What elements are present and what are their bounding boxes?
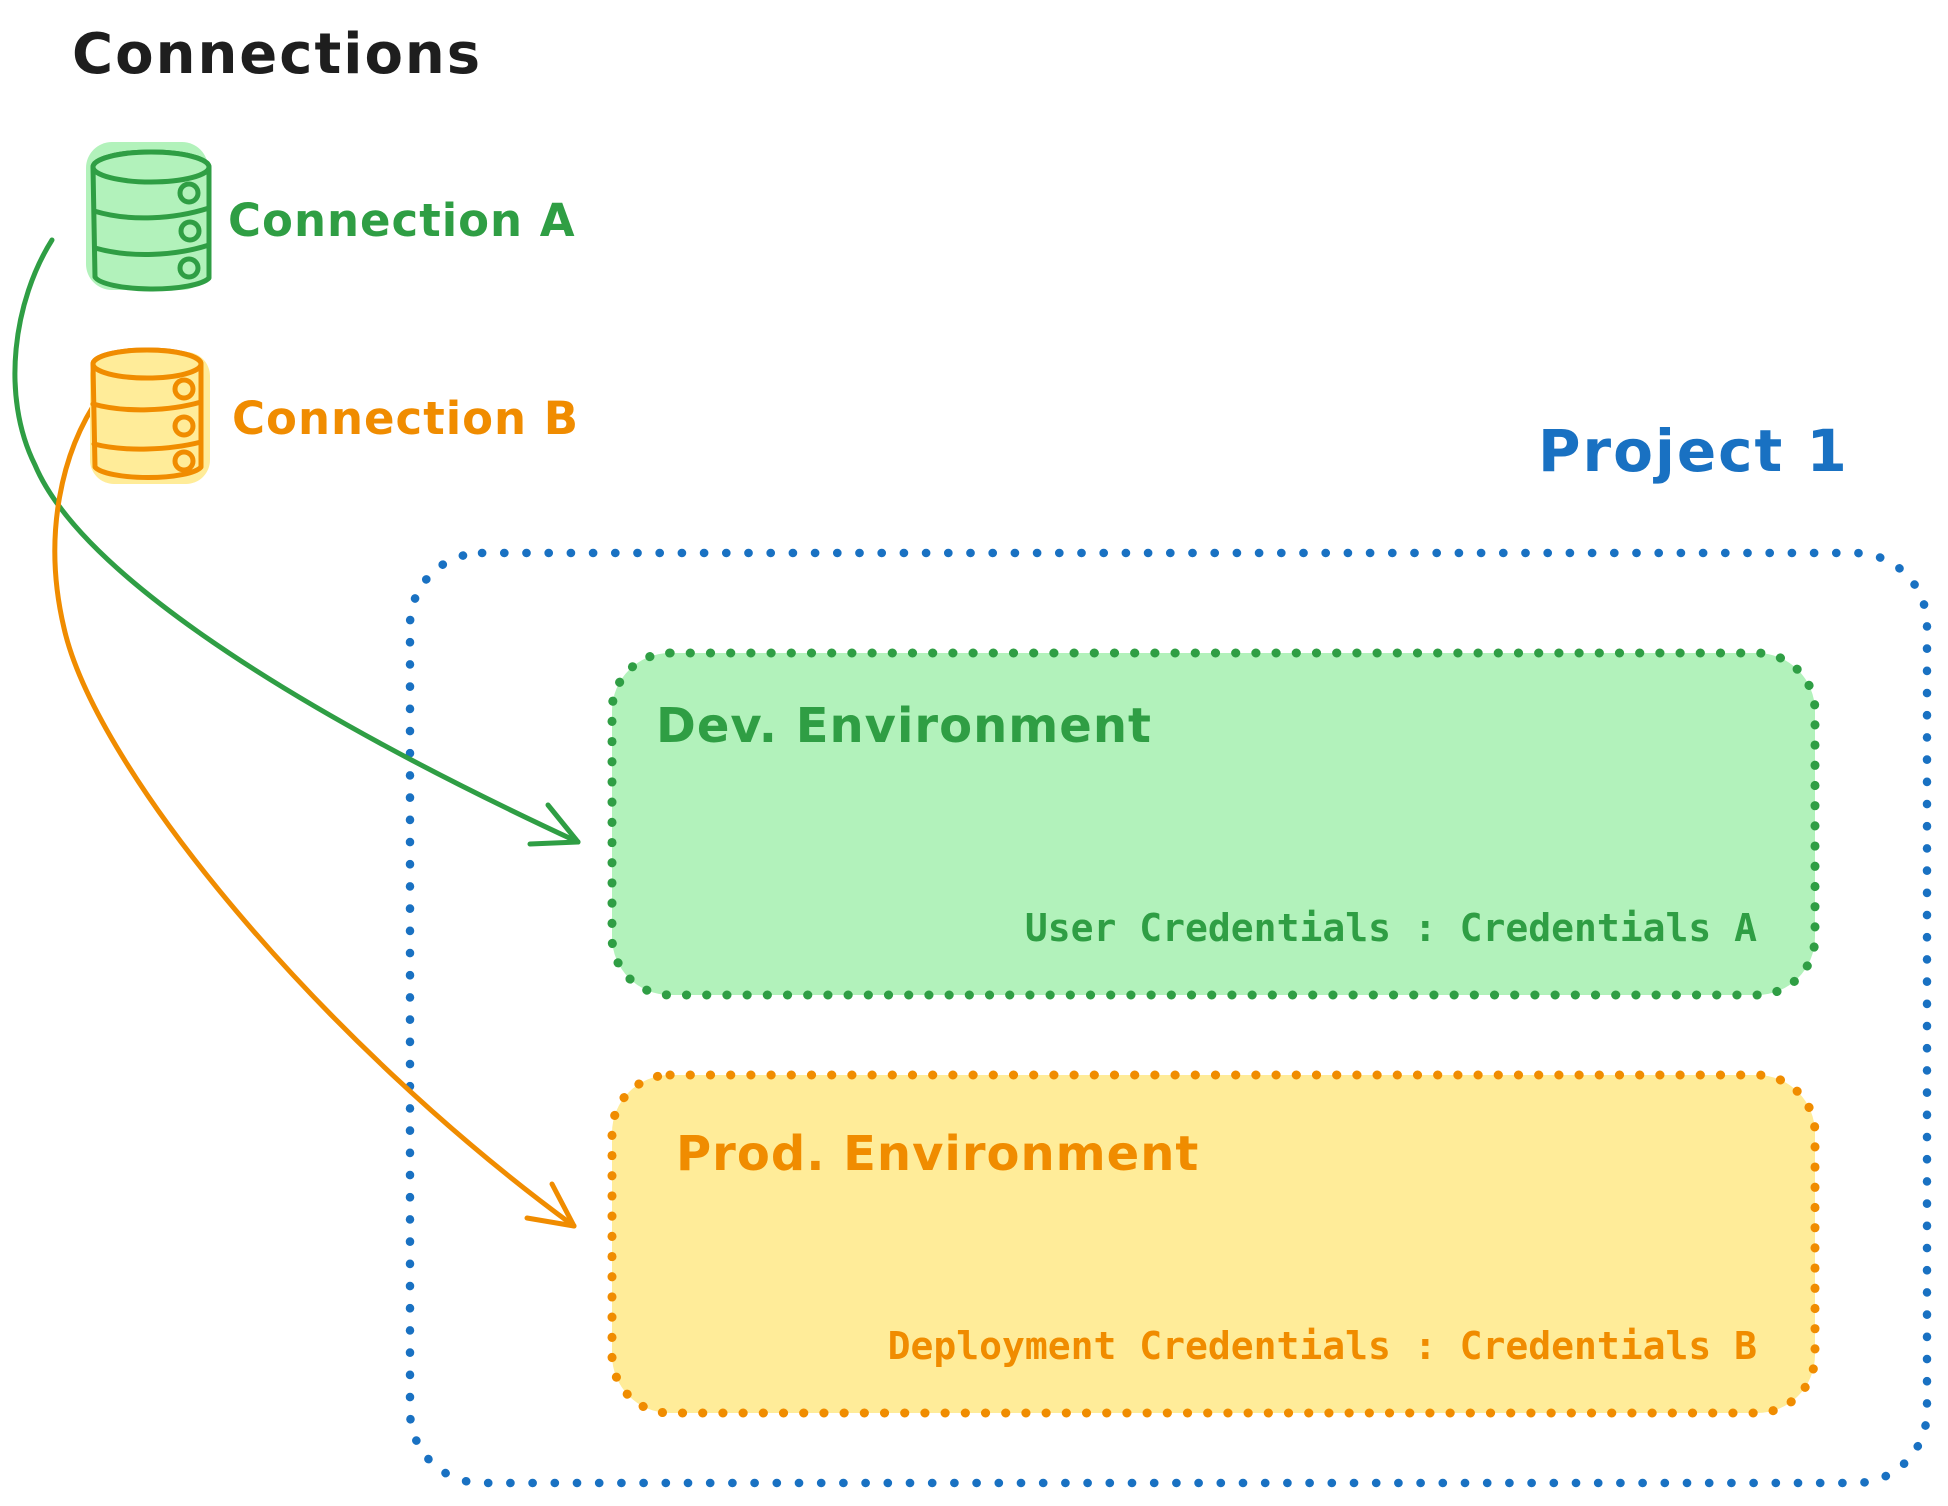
- dev-environment-box: [607, 648, 1820, 1000]
- connection-b-to-prod-arrow: [52, 393, 577, 1229]
- project-1-title: Project 1: [1538, 417, 1849, 485]
- prod-environment-credentials: Deployment Credentials : Credentials B: [887, 1324, 1757, 1368]
- connection-a-to-dev-arrow: [12, 237, 581, 847]
- connection-b-database-icon: [90, 347, 210, 484]
- connections-title: Connections: [72, 22, 483, 87]
- dev-environment-label: Dev. Environment: [656, 698, 1152, 754]
- connection-a-label: Connection A: [228, 194, 576, 247]
- dev-environment-credentials: User Credentials : Credentials A: [1024, 906, 1757, 950]
- prod-environment-box: [607, 1070, 1820, 1418]
- connection-a-database-icon: [86, 142, 212, 292]
- project-1-container-border: [405, 548, 1932, 1488]
- connection-b-label: Connection B: [232, 392, 580, 445]
- prod-environment-label: Prod. Environment: [676, 1126, 1200, 1182]
